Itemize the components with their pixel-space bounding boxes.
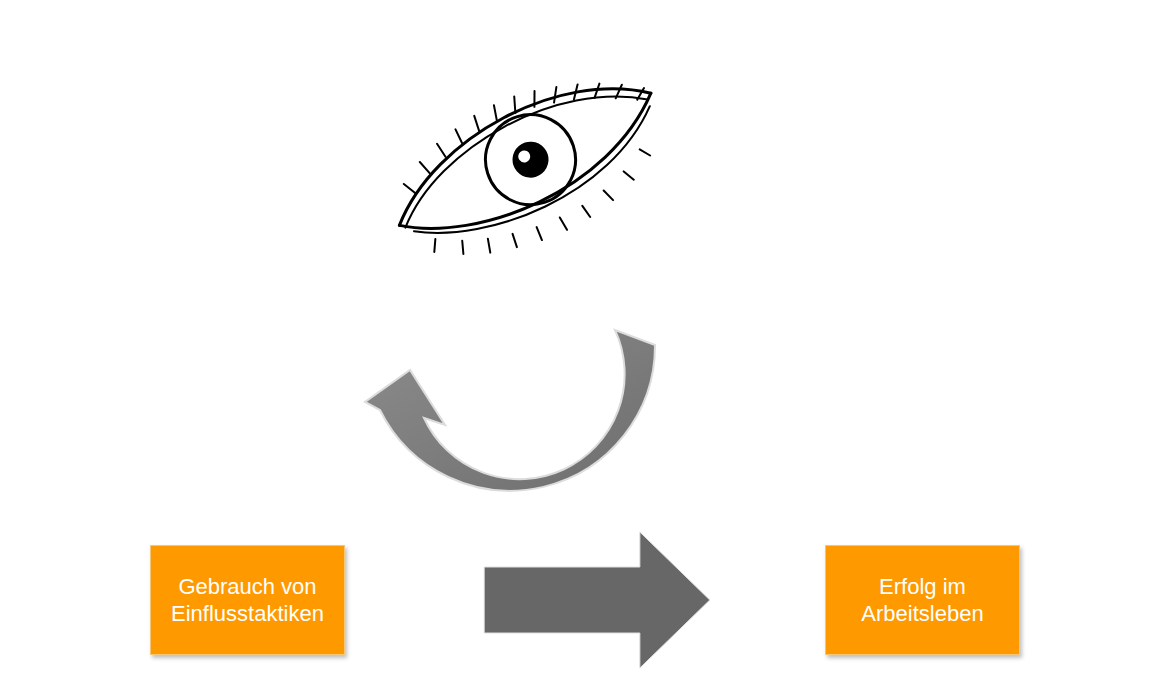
- pupil: [508, 137, 553, 182]
- eyelashes: [389, 58, 679, 276]
- process-box: Gebrauch von Einflusstaktiken: [150, 545, 345, 655]
- block-arrow: [484, 532, 710, 668]
- lower-lid-outer: [400, 106, 670, 250]
- eye-illustration: [359, 25, 701, 314]
- box-label: Gebrauch von Einflusstaktiken: [151, 573, 344, 627]
- eye-backdrop: [359, 25, 701, 314]
- cycle-arrow: [365, 330, 655, 491]
- box-label: Erfolg im Arbeitsleben: [826, 573, 1019, 627]
- iris: [474, 103, 587, 216]
- process-box: Erfolg im Arbeitsleben: [825, 545, 1020, 655]
- pupil-highlight: [517, 149, 532, 164]
